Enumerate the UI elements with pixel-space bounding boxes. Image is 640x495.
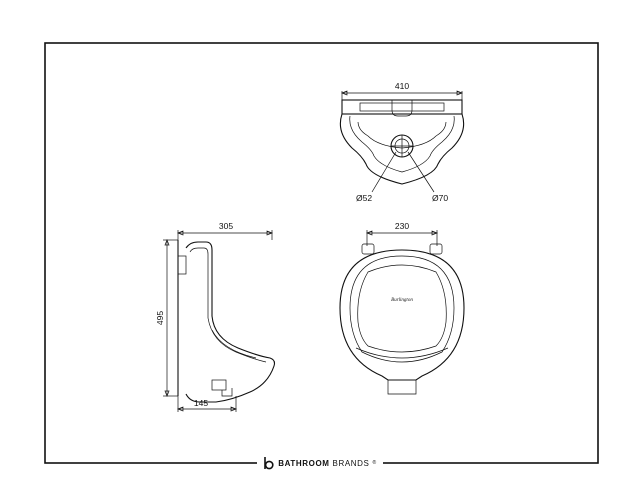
- brand-badge: Burlington: [391, 298, 413, 303]
- dim-side-depth: 305: [219, 221, 233, 231]
- dim-side-base: 145: [194, 398, 208, 408]
- drawing-frame: [44, 42, 599, 464]
- dim-top-width: 410: [395, 81, 409, 91]
- top-view: 410 Ø52 Ø70: [339, 81, 465, 203]
- brand-name-part1: BATHROOM: [278, 458, 330, 468]
- side-view: 305 495 145: [155, 221, 276, 412]
- front-view: 230 Burlington: [339, 221, 465, 395]
- brand-registered-mark: ®: [372, 460, 377, 466]
- dim-outlet-small: Ø52: [356, 193, 372, 203]
- brand-logo-icon: [264, 457, 274, 470]
- dim-outlet-large: Ø70: [432, 193, 448, 203]
- brand-name-part2: BRANDS: [332, 458, 370, 468]
- dim-side-height: 495: [155, 311, 165, 325]
- dim-front-width: 230: [395, 221, 409, 231]
